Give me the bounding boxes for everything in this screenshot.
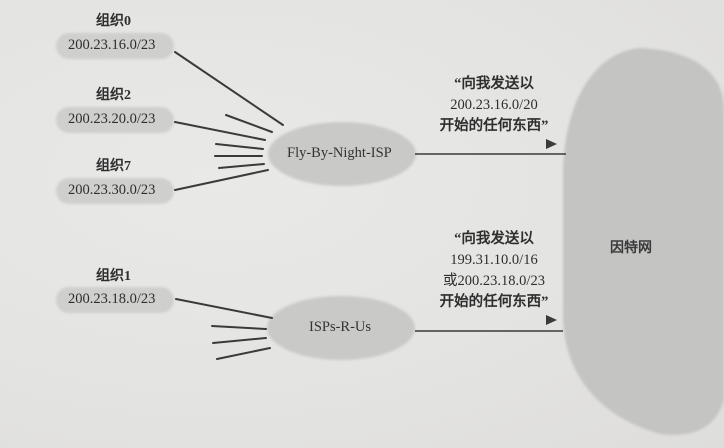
- advertisement-prefix: 或200.23.18.0/23: [443, 273, 545, 289]
- org2-bubble: [56, 107, 174, 133]
- fly-by-night-isp-links: [174, 51, 284, 191]
- link-stub: [218, 163, 265, 169]
- org0-prefix: 200.23.16.0/23: [68, 37, 156, 53]
- advertisement-prefix: 199.31.10.0/16: [450, 252, 538, 268]
- isps-r-us-links: [175, 298, 273, 360]
- isps-r-us-cloud: [267, 296, 415, 360]
- internet-label: 因特网: [610, 241, 652, 256]
- internet-cloud: [563, 48, 724, 435]
- link-stub: [216, 347, 271, 360]
- link-stub: [212, 337, 267, 344]
- link-stub: [215, 143, 264, 150]
- isps-r-us-advertisement-arrow-icon: [428, 315, 557, 325]
- link-org7: [174, 169, 269, 191]
- isps-r-us-advertisement: “向我发送以 199.31.10.0/16 或200.23.18.0/23 开始…: [428, 229, 560, 313]
- advertisement-line: “向我发送以: [454, 231, 534, 247]
- isps-r-us-label: ISPs-R-Us: [309, 319, 372, 335]
- org7-prefix: 200.23.30.0/23: [68, 182, 156, 198]
- org1-name: 组织1: [96, 269, 131, 284]
- org0-bubble: [56, 33, 174, 59]
- fly-by-night-advertisement: “向我发送以 200.23.16.0/20 开始的任何东西”: [428, 74, 560, 137]
- link-org0: [174, 51, 284, 126]
- fly-by-night-advertisement-arrow-icon: [428, 139, 557, 149]
- org7-name: 组织7: [96, 159, 131, 174]
- advertisement-prefix: 200.23.16.0/20: [450, 97, 538, 113]
- advertisement-line: 开始的任何东西”: [439, 294, 549, 310]
- link-org2: [174, 121, 266, 141]
- fly-by-night-isp-label: Fly-By-Night-ISP: [287, 145, 392, 161]
- advertisement-line: 开始的任何东西”: [439, 118, 549, 134]
- link-stub: [225, 114, 273, 133]
- org7-bubble: [56, 178, 174, 204]
- org0-name: 组织0: [96, 14, 131, 29]
- fly-by-night-isp-cloud: [268, 122, 416, 186]
- org2-name: 组织2: [96, 88, 131, 103]
- org1-bubble: [56, 287, 174, 313]
- link-org1: [175, 298, 273, 319]
- org2-prefix: 200.23.20.0/23: [68, 111, 156, 127]
- link-stub: [211, 325, 267, 330]
- advertisement-line: “向我发送以: [454, 76, 534, 92]
- org1-prefix: 200.23.18.0/23: [68, 291, 156, 307]
